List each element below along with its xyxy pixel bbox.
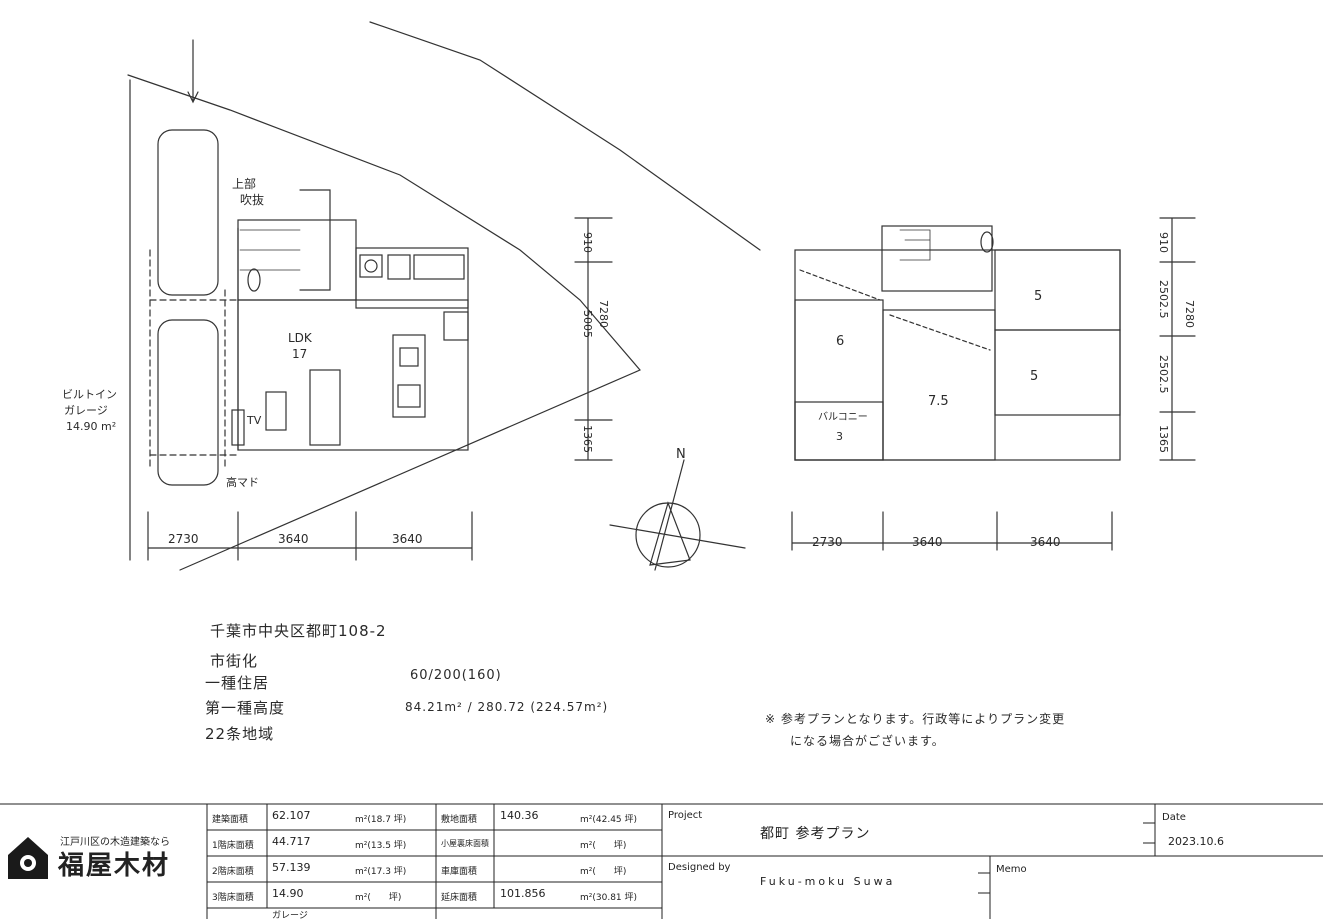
area-values: 84.21m² / 280.72 (224.57m²)	[405, 700, 609, 714]
zoning-line: 一種住居	[205, 674, 270, 692]
zoning-line: 第一種高度	[205, 699, 286, 717]
garage-area-tsubo: m²( 坪)	[580, 867, 627, 877]
first-floor-plan	[147, 129, 613, 561]
total-area-label: 延床面積	[441, 893, 478, 903]
floor2-tsubo: m²(17.3 坪)	[355, 867, 407, 877]
car-sketch	[157, 129, 219, 296]
coverage-ratio: 60/200(160)	[410, 668, 502, 683]
zoning-line: 22条地域	[205, 725, 275, 743]
floor3-tsubo: m²( 坪)	[355, 893, 402, 903]
dimension-label: 3640	[278, 532, 309, 546]
room-label: 5	[1030, 369, 1038, 384]
loft-tsubo: m²( 坪)	[580, 841, 627, 851]
dimension-label: 5005	[581, 310, 594, 338]
room-label: 7.5	[928, 394, 949, 409]
dimension-label: 1365	[1157, 425, 1170, 453]
company-logo	[8, 837, 48, 879]
upper-void-label: 上部	[232, 176, 256, 191]
date-label: Date	[1162, 812, 1186, 823]
floor1-label: 1階床面積	[212, 841, 254, 851]
dimension-label: 7280	[1183, 300, 1196, 328]
site-area-value: 140.36	[500, 809, 539, 822]
dimension-label: 2502.5	[1157, 280, 1170, 319]
site-boundary-line	[179, 369, 641, 571]
floor3-label: 3階床面積	[212, 893, 254, 903]
zoning-line: 市街化	[210, 652, 259, 670]
title-block: 江戸川区の木造建築なら 福屋木材 建築面積 62.107 m²(18.7 坪) …	[0, 803, 1323, 921]
site-address: 千葉市中央区都町108-2	[210, 622, 387, 640]
floor3-note: ガレージ	[272, 911, 308, 921]
room-label: 5	[1034, 289, 1042, 304]
dimension-label: 910	[1157, 232, 1170, 253]
floor3-value: 14.90	[272, 887, 304, 900]
window-label: 高マド	[226, 475, 259, 489]
loft-label: 小屋裏床面積	[441, 839, 489, 848]
site-area-tsubo: m²(42.45 坪)	[580, 815, 638, 825]
garage-label: ガレージ	[64, 404, 108, 417]
building-area-tsubo: m²(18.7 坪)	[355, 815, 407, 825]
floor2-value: 57.139	[272, 861, 311, 874]
room-label: 6	[836, 334, 844, 349]
memo-label: Memo	[996, 864, 1027, 875]
dimension-label: 910	[581, 232, 594, 253]
total-area-value: 101.856	[500, 887, 546, 900]
garage-area-label: 車庫面積	[441, 867, 478, 877]
site-boundary-line	[369, 21, 761, 251]
ldk-size-label: 17	[292, 347, 307, 361]
compass-rose	[609, 459, 746, 571]
dimension-label: 1365	[581, 425, 594, 453]
company-name: 福屋木材	[58, 851, 171, 881]
dimension-label: 2730	[812, 535, 843, 549]
tv-label: TV	[246, 414, 262, 427]
garage-label: ビルトイン	[62, 388, 117, 401]
site-area-label: 敷地面積	[441, 815, 478, 825]
ldk-label: LDK	[288, 331, 313, 345]
company-tagline: 江戸川区の木造建築なら	[60, 837, 170, 848]
remark-line: ※ 参考プランとなります。行政等によりプラン変更	[765, 712, 1066, 726]
dimension-label: 3640	[1030, 535, 1061, 549]
dimension-label: 3640	[392, 532, 423, 546]
balcony-label: バルコニー	[818, 411, 868, 423]
north-label: N	[676, 447, 686, 462]
second-floor-plan	[791, 217, 1196, 551]
garage-area-label: 14.90 m²	[66, 420, 116, 433]
project-value: 都町 参考プラン	[760, 826, 871, 842]
car-sketch	[157, 319, 219, 486]
designed-by-label: Designed by	[668, 862, 731, 873]
dimension-label: 2730	[168, 532, 199, 546]
floor1-tsubo: m²(13.5 坪)	[355, 841, 407, 851]
title-block-grid	[0, 803, 1323, 919]
site-boundary-line	[127, 74, 641, 371]
date-value: 2023.10.6	[1168, 835, 1224, 848]
total-area-tsubo: m²(30.81 坪)	[580, 893, 638, 903]
north-arrow-line	[187, 39, 199, 104]
upper-void-label: 吹抜	[240, 193, 264, 207]
building-area-label: 建築面積	[212, 815, 249, 825]
building-area-value: 62.107	[272, 809, 311, 822]
floor1-value: 44.717	[272, 835, 311, 848]
dimension-label: 7280	[597, 300, 610, 328]
designed-by-value: Fuku-moku Suwa	[760, 875, 896, 888]
dimension-label: 2502.5	[1157, 355, 1170, 394]
project-label: Project	[668, 810, 703, 821]
dimension-label: 3640	[912, 535, 943, 549]
remark-line: になる場合がございます。	[790, 734, 945, 748]
balcony-size-label: 3	[836, 430, 843, 443]
floor2-label: 2階床面積	[212, 867, 254, 877]
